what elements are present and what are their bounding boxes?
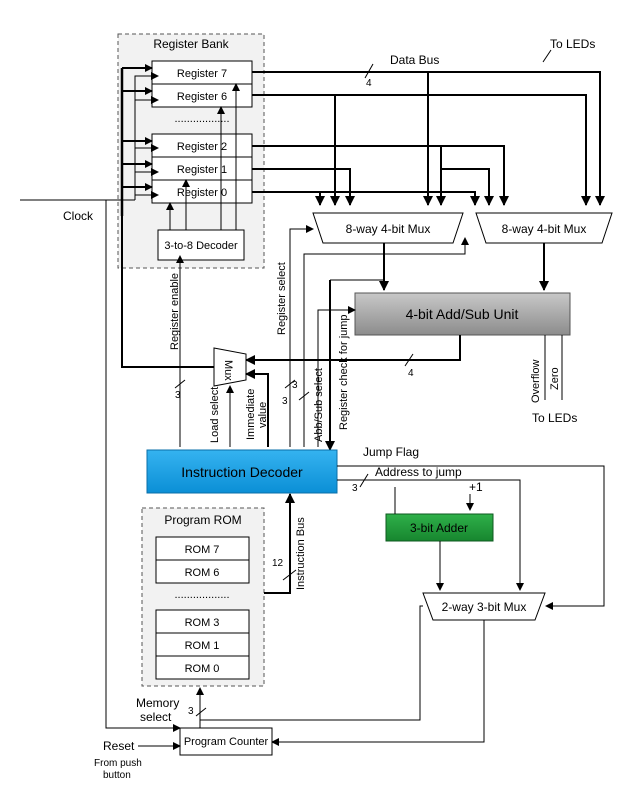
mux-2way-label: 2-way 3-bit Mux — [442, 600, 527, 614]
register-check-label: Register check for jump — [338, 314, 350, 430]
register-2[interactable]: Register 2 — [151, 133, 253, 158]
register-ellipsis: .................. — [174, 113, 229, 125]
program-rom-title: Program ROM — [164, 513, 241, 527]
to-leds-bottom-label: To LEDs — [532, 411, 577, 425]
rom-6[interactable]: ROM 6 — [155, 559, 250, 584]
immediate-line — [245, 369, 269, 447]
immediate-label-2: value — [257, 402, 269, 428]
abb-sub-select-line — [317, 306, 356, 447]
reg-select-line-a — [289, 225, 314, 447]
adder-label: 3-bit Adder — [410, 521, 468, 535]
mux-small-out — [121, 216, 214, 368]
register-0-label: Register 0 — [177, 187, 227, 199]
to-leds-top-label: To LEDs — [550, 37, 595, 51]
register-7[interactable]: Register 7 — [151, 60, 253, 85]
rom-1-label: ROM 1 — [185, 640, 220, 652]
mux-b-label: 8-way 4-bit Mux — [502, 222, 587, 236]
register-select-label: Register select — [276, 262, 288, 335]
mux-2way-out — [271, 620, 485, 746]
rom-7[interactable]: ROM 7 — [155, 536, 250, 561]
memory-select-label-2: select — [140, 710, 172, 724]
rom-1[interactable]: ROM 1 — [155, 632, 250, 657]
reg-select-width-a: 3 — [292, 380, 298, 391]
instruction-decoder[interactable]: Instruction Decoder — [146, 449, 338, 494]
register-6-label: Register 6 — [177, 91, 227, 103]
add-sub-unit[interactable]: 4-bit Add/Sub Unit — [354, 292, 571, 336]
instruction-bus-label: Instruction Bus — [295, 517, 307, 590]
address-line — [337, 479, 524, 591]
rom-3-label: ROM 3 — [185, 617, 220, 629]
add-sub-out-width: 4 — [408, 368, 414, 379]
instruction-bus — [264, 493, 295, 594]
add-sub-label: 4-bit Add/Sub Unit — [406, 306, 519, 322]
instruction-bus-width: 12 — [272, 558, 284, 569]
mux-small-label: Mux — [222, 360, 234, 381]
register-7-label: Register 7 — [177, 68, 227, 80]
jump-flag-line — [337, 465, 605, 610]
r2-out — [252, 145, 446, 206]
data-bus-width: 4 — [366, 78, 372, 89]
program-rom: Program ROM ROM 7 ROM 6 ................… — [141, 507, 265, 687]
address-width: 3 — [352, 483, 358, 494]
decoder-3-to-8[interactable]: 3-to-8 Decoder — [157, 229, 245, 261]
clock-to-pc — [105, 200, 181, 732]
register-2-label: Register 2 — [177, 141, 227, 153]
memory-select-label-1: Memory — [136, 696, 179, 710]
rom-ellipsis: .................. — [174, 589, 229, 601]
register-bank-title: Register Bank — [153, 37, 229, 51]
reg-select-width-b: 3 — [282, 396, 288, 407]
data-bus-label: Data Bus — [390, 53, 439, 67]
instruction-decoder-label: Instruction Decoder — [181, 464, 303, 480]
register-1-label: Register 1 — [177, 164, 227, 176]
register-1[interactable]: Register 1 — [151, 156, 253, 181]
register-6[interactable]: Register 6 — [151, 83, 253, 108]
r6-out — [252, 94, 591, 206]
abb-sub-select-label: Abb/Sub select — [313, 368, 325, 442]
register-enable-label: Register enable — [169, 273, 181, 350]
mux-b[interactable]: 8-way 4-bit Mux — [475, 212, 613, 244]
overflow-label: Overflow — [530, 360, 542, 403]
plus-one-label: +1 — [469, 480, 483, 494]
rom-7-label: ROM 7 — [185, 544, 220, 556]
mux-small[interactable]: Mux — [213, 347, 247, 387]
memory-select-width: 3 — [188, 706, 194, 717]
from-push-label-1: From push — [94, 758, 142, 769]
program-counter[interactable]: Program Counter — [179, 727, 273, 756]
clock-label: Clock — [63, 209, 94, 223]
load-select-label: Load select — [209, 387, 221, 443]
immediate-label-1: Immediate — [245, 389, 257, 440]
zero-label: Zero — [549, 367, 561, 390]
add-sub-out — [245, 335, 461, 365]
register-bank: Register Bank Register 7 Register 6 ....… — [117, 33, 265, 269]
jump-flag-label: Jump Flag — [363, 445, 419, 459]
reg-select-line-b — [303, 237, 469, 447]
rom-6-label: ROM 6 — [185, 567, 220, 579]
decoder-label: 3-to-8 Decoder — [164, 240, 238, 252]
reset-label: Reset — [103, 739, 135, 753]
mux-a[interactable]: 8-way 4-bit Mux — [312, 212, 464, 244]
mux-a-label: 8-way 4-bit Mux — [346, 222, 431, 236]
rom-0[interactable]: ROM 0 — [155, 655, 250, 680]
pc-to-mux-line — [200, 605, 423, 721]
mux-2way[interactable]: 2-way 3-bit Mux — [422, 592, 546, 621]
address-to-jump-label: Address to jump — [375, 465, 462, 479]
clock-bus — [134, 72, 159, 200]
three-bit-adder[interactable]: 3-bit Adder — [385, 513, 494, 542]
reg-enable-width: 3 — [175, 390, 181, 401]
program-counter-label: Program Counter — [184, 736, 269, 748]
from-push-label-2: button — [103, 770, 131, 781]
rom-0-label: ROM 0 — [185, 663, 220, 675]
register-0[interactable]: Register 0 — [151, 179, 253, 204]
rom-3[interactable]: ROM 3 — [155, 609, 250, 634]
r7-out — [252, 71, 605, 206]
